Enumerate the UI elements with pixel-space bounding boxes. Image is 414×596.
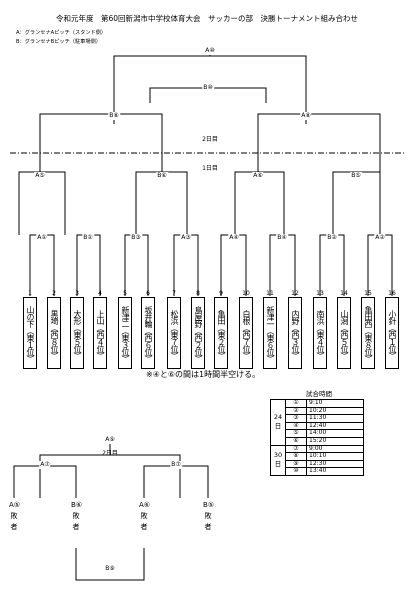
r1-7-bracket-line: [319, 234, 345, 296]
qf4-label: B⑤: [350, 172, 362, 180]
qf3-label: A⑥: [252, 172, 264, 180]
day1-label: 1日目: [202, 165, 218, 172]
team-number: 9: [219, 290, 223, 297]
team-number: 13: [316, 290, 324, 297]
third-place-label: B⑩: [202, 84, 214, 92]
team-box: 黒埼（西８位）: [47, 297, 61, 369]
semi-right-label: A⑧: [300, 112, 312, 120]
cons-top-bracket-line: [39, 454, 181, 498]
team-number: 2: [52, 290, 56, 297]
qf4-bracket-line: [332, 171, 381, 235]
team-number: 14: [340, 290, 348, 297]
semi-right-bracket-line: [257, 113, 381, 172]
team-number: 11: [266, 290, 274, 297]
cons-day2-label: 2日目: [102, 450, 118, 457]
schedule-day-label: 30日: [270, 444, 286, 476]
table-row: 24日 ① 9:10: [270, 399, 364, 446]
match-number: ①: [285, 399, 307, 408]
r1-4-bracket-line: [173, 234, 199, 296]
page-title: 令和元年度 第60回新潟市中学校体育大会 サッカーの部 決勝トーナメント組み合わ…: [55, 14, 359, 23]
cons-top-label: A⑨: [104, 436, 116, 444]
team-box: 山潟（西５位）: [337, 297, 351, 369]
team-box: 亀田（東２位）: [214, 297, 228, 369]
team-box: 鳥屋野（西２位）: [191, 297, 205, 369]
match-number: ⑥: [285, 436, 307, 446]
team-number: 12: [291, 290, 299, 297]
r1-1-bracket-line: [29, 234, 55, 296]
loser-slot: B⑥敗者: [71, 501, 83, 531]
r1-2-label: B①: [82, 234, 94, 242]
r1-8-label: A②: [374, 234, 386, 242]
team-box: 亀田西（東８位）: [361, 297, 375, 369]
team-box: 坂井輪（西６位）: [141, 297, 155, 369]
r1-6-label: B④: [276, 234, 288, 242]
semi-left-label: B⑧: [108, 112, 120, 120]
schedule-title: 試合時間: [306, 390, 332, 398]
team-number: 4: [98, 290, 102, 297]
r1-7-label: B②: [326, 234, 338, 242]
schedule-day-label: 24日: [270, 399, 286, 446]
qf1-label: A⑤: [34, 172, 46, 180]
schedule-note: ※④と⑥の間は1時間半空ける。: [146, 370, 261, 379]
r1-8-bracket-line: [367, 234, 393, 296]
cons-right-bracket-line: [143, 465, 209, 498]
cons-left-bracket-line: [13, 465, 77, 498]
team-box: 新津一（東６位）: [263, 297, 277, 369]
r1-3-label: B③: [130, 234, 142, 242]
team-number: 6: [146, 290, 150, 297]
team-box: 山の下（東１位）: [23, 297, 37, 369]
cons-left-label: A⑦: [39, 461, 51, 469]
team-number: 16: [388, 290, 396, 297]
r1-5-bracket-line: [220, 234, 247, 296]
loser-slot: B⑤敗者: [203, 501, 215, 531]
team-number: 10: [242, 290, 250, 297]
team-number: 7: [172, 290, 176, 297]
team-box: 南浜（東４位）: [313, 297, 327, 369]
r1-1-label: A①: [36, 234, 48, 242]
legend-pitch-b: B：グランセナBピッチ（駐車場側）: [16, 39, 101, 45]
team-box: 松浜（東７位）: [167, 297, 181, 369]
table-row: ⑩ 13:40: [271, 467, 364, 476]
semi-left-bracket-line: [39, 113, 163, 172]
cons-right-label: B⑦: [170, 461, 182, 469]
match-time: 13:40: [306, 467, 364, 476]
r1-2-bracket-line: [76, 234, 101, 296]
qf2-bracket-line: [135, 171, 188, 235]
schedule-table: 試合時間 24日 ① 9:10 ② 10:20 ③ 11:30 ④ 12:40 …: [270, 388, 364, 476]
team-box: 小針（西１位）: [385, 297, 399, 369]
qf2-label: B⑥: [156, 172, 168, 180]
team-number: 15: [364, 290, 372, 297]
team-number: 8: [196, 290, 200, 297]
final-label: A⑩: [204, 47, 216, 55]
day2-label: 2日目: [202, 136, 218, 143]
team-box: 大形（東５位）: [70, 297, 84, 369]
loser-slot: A⑥敗者: [139, 501, 151, 531]
team-box: 内野（西３位）: [288, 297, 302, 369]
match-time: 15:20: [306, 436, 364, 446]
match-number: ⑩: [285, 467, 307, 476]
r1-3-bracket-line: [124, 234, 149, 296]
cons-bottom-label: B⑨: [104, 565, 116, 573]
qf1-bracket-line: [18, 171, 66, 235]
legend-pitch-a: A：グランセナAピッチ（スタンド側）: [16, 30, 107, 36]
team-number: 1: [28, 290, 32, 297]
team-box: 上山（西４位）: [93, 297, 107, 369]
match-time: 9:10: [306, 399, 364, 408]
r1-5-label: A④: [228, 234, 240, 242]
r1-4-label: A③: [180, 234, 192, 242]
team-box: 新津二（東３位）: [118, 297, 132, 369]
cons-bottom-bracket-line: [75, 548, 145, 581]
team-number: 5: [123, 290, 127, 297]
loser-slot: A⑤敗者: [9, 501, 21, 531]
r1-6-bracket-line: [269, 234, 296, 296]
qf3-bracket-line: [234, 171, 285, 235]
team-box: 白根（西７位）: [239, 297, 253, 369]
team-number: 3: [75, 290, 79, 297]
